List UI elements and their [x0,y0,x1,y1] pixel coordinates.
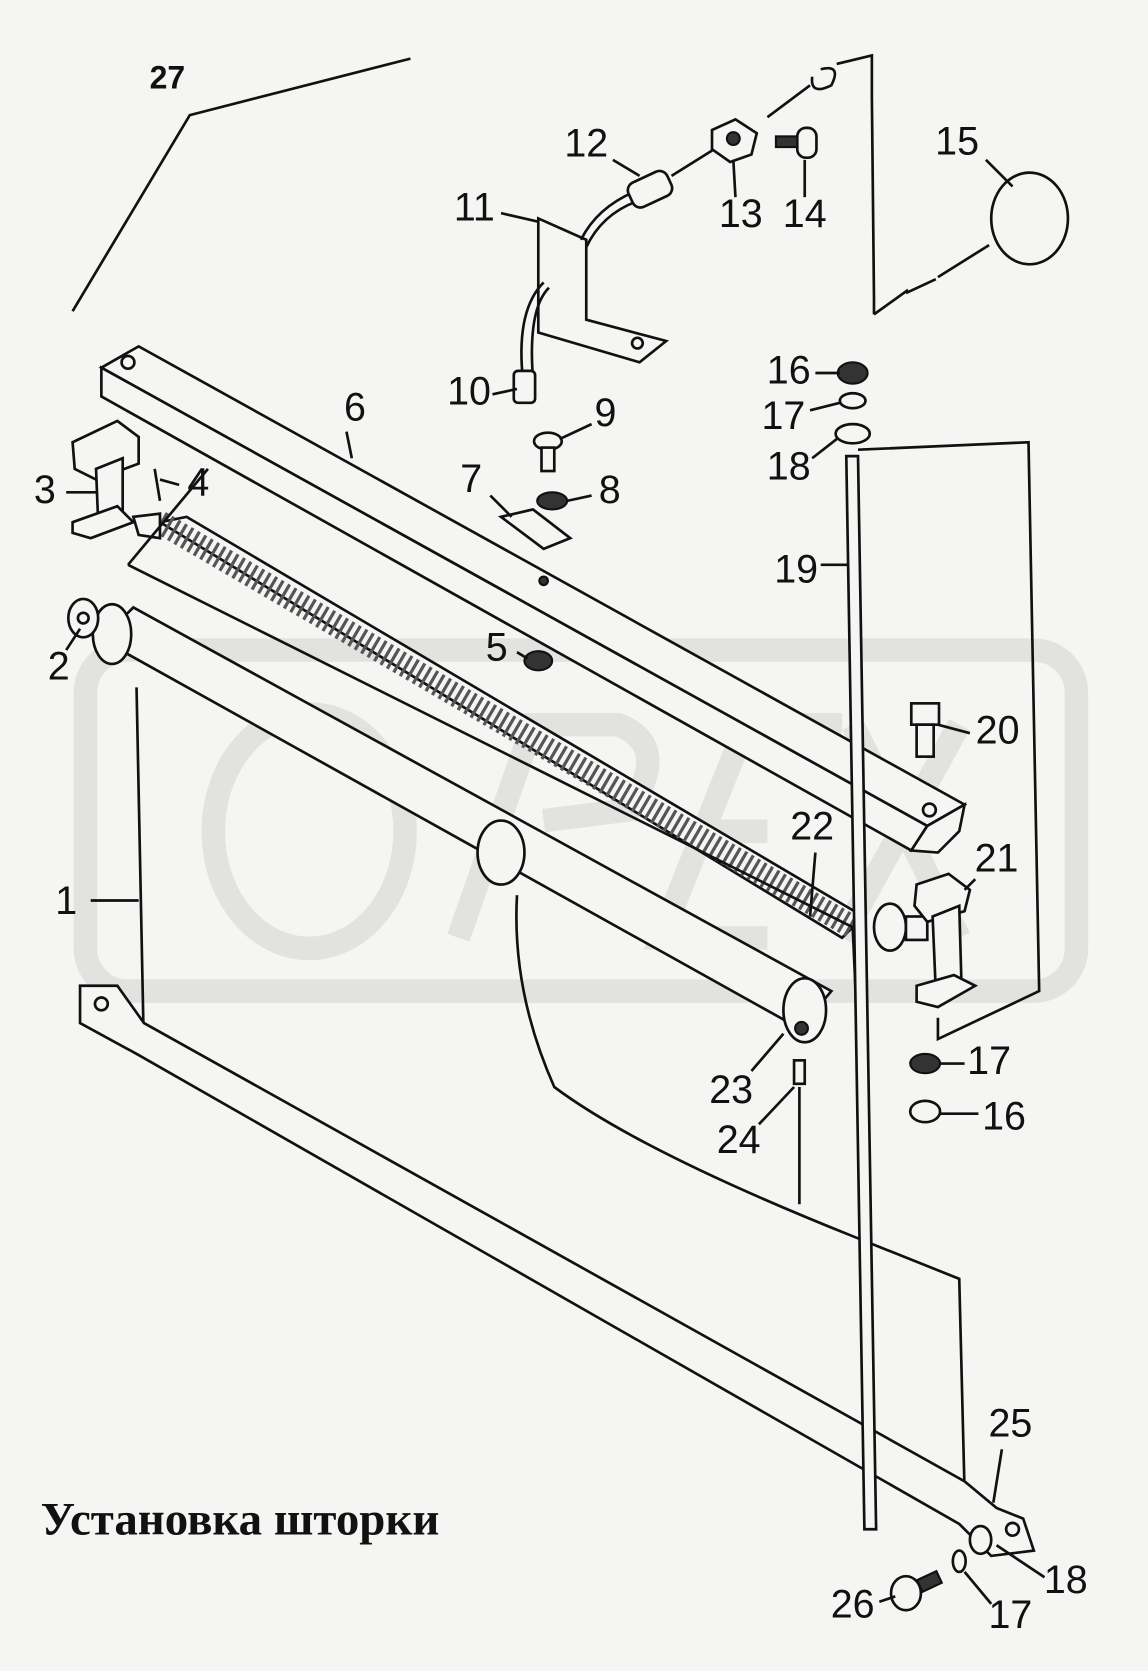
label-20: 20 [976,709,1020,753]
diagram-title: Установка шторки [41,1494,440,1546]
label-17: 17 [761,394,805,438]
label-16b: 16 [982,1094,1026,1138]
label-10: 10 [447,370,491,414]
label-9: 9 [594,391,616,435]
leader-27 [71,57,411,312]
label-23: 23 [709,1068,753,1112]
fasteners-top [497,431,573,672]
label-17b: 17 [967,1039,1011,1083]
label-15: 15 [935,119,979,163]
leader-lines [65,158,1046,1605]
label-12: 12 [564,121,608,165]
label-24: 24 [717,1118,761,1162]
label-25: 25 [988,1401,1032,1445]
label-14: 14 [783,192,827,236]
label-16: 16 [767,348,811,392]
label-8: 8 [599,468,621,512]
left-bracket [71,419,162,540]
label-2: 2 [48,645,70,689]
roller-shade [66,468,1036,1558]
upper-rail [98,344,968,854]
label-13: 13 [719,192,763,236]
label-1: 1 [55,879,77,923]
mirror-cable-assembly [512,53,1070,405]
part-labels: 27 12 11 13 14 15 10 16 17 18 6 9 3 4 7 … [34,59,1088,1637]
label-21: 21 [975,836,1019,880]
label-19: 19 [774,548,818,592]
label-26: 26 [831,1582,875,1626]
label-22: 22 [790,805,834,849]
label-4: 4 [187,460,209,504]
tie-rod [792,361,1041,1612]
label-11: 11 [454,185,495,229]
label-5: 5 [486,625,508,669]
label-18: 18 [767,444,811,488]
label-7: 7 [460,457,482,501]
label-3: 3 [34,468,56,512]
label-6: 6 [344,386,366,430]
label-27: 27 [150,59,186,95]
label-17c: 17 [988,1593,1032,1637]
label-18b: 18 [1044,1558,1088,1602]
right-bracket [913,872,979,1009]
